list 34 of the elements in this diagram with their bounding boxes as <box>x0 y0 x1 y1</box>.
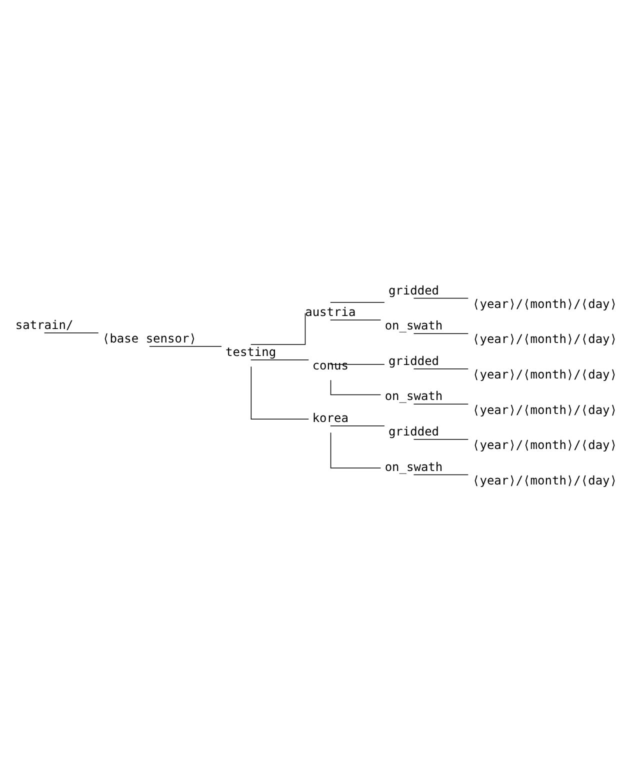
connector <box>330 425 385 426</box>
connector <box>413 403 469 404</box>
connector <box>413 368 469 369</box>
node-text: ⟨year⟩/⟨month⟩/⟨day⟩ <box>472 402 618 416</box>
connector <box>330 432 382 468</box>
node-text: ⟨year⟩/⟨month⟩/⟨day⟩ <box>472 438 618 452</box>
connector <box>250 366 309 420</box>
connector <box>250 358 309 360</box>
node-text: ⟨year⟩/⟨month⟩/⟨day⟩ <box>472 366 618 381</box>
connector <box>413 474 469 475</box>
connector <box>330 363 385 364</box>
node-text: ⟨year⟩/⟨month⟩/⟨day⟩ <box>472 332 618 346</box>
connector <box>413 297 469 298</box>
connector <box>330 319 382 320</box>
node-text: ⟨year⟩/⟨month⟩/⟨day⟩ <box>472 472 618 487</box>
connector <box>44 332 99 333</box>
node-text: gridded <box>388 353 440 368</box>
node-text: satrain/ <box>15 317 74 332</box>
connector <box>413 332 469 334</box>
connector <box>250 312 306 344</box>
node-text: ⟨year⟩/⟨month⟩/⟨day⟩ <box>472 296 618 310</box>
node-text: korea <box>312 410 348 425</box>
node-text: gridded <box>388 424 440 438</box>
node-text: conus <box>312 358 348 372</box>
node-text: on_swath <box>384 459 443 474</box>
node-text: testing <box>226 344 276 358</box>
connector <box>149 345 222 346</box>
node-text: austria <box>305 304 356 319</box>
connector <box>413 438 469 440</box>
node-text: ⟨base sensor⟩ <box>102 330 196 345</box>
node-text: gridded <box>388 282 440 297</box>
connector <box>330 379 382 395</box>
node-text: on_swath <box>384 318 443 332</box>
node-text: on_swath <box>384 388 443 403</box>
